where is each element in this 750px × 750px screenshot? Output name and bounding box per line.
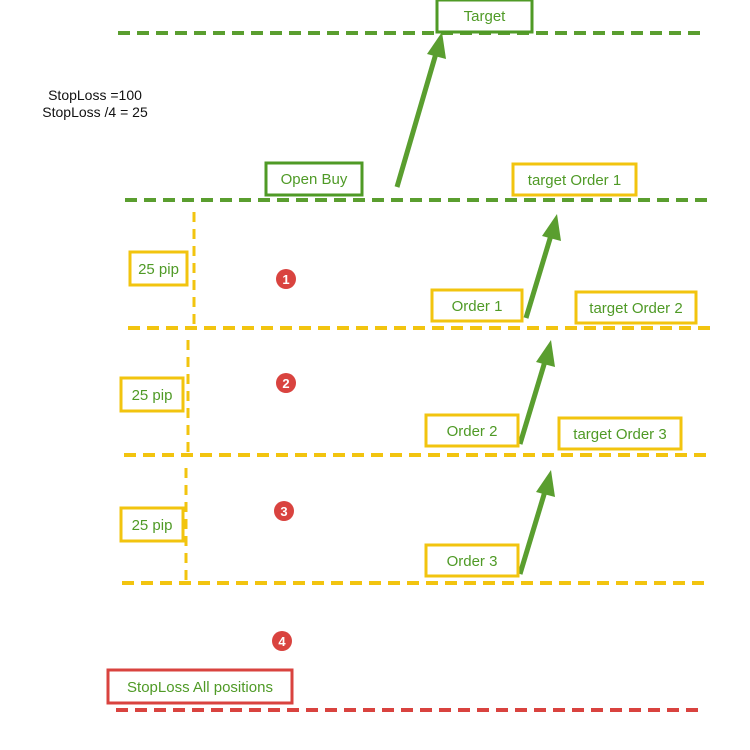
step-marker-1: 1	[276, 269, 296, 289]
stoploss-all-label: StopLoss All positions	[127, 679, 273, 696]
stoploss-note-line-1: StopLoss =100	[48, 87, 142, 103]
arrow-order-2-to-target	[517, 340, 555, 445]
pip-box-2: 25 pip	[119, 376, 185, 413]
step-marker-3: 3	[274, 501, 294, 521]
stoploss-note-line-2: StopLoss /4 = 25	[42, 104, 148, 120]
pip-box-3: 25 pip	[119, 506, 185, 543]
target-order-2-label: target Order 2	[589, 300, 682, 317]
target-order-2-box: target Order 2	[574, 290, 698, 325]
target-order-3-box: target Order 3	[557, 416, 683, 451]
pip-label-1: 25 pip	[138, 261, 179, 278]
step-marker-3-label: 3	[280, 504, 287, 519]
target-order-1-label: target Order 1	[528, 172, 621, 189]
step-marker-2-label: 2	[282, 376, 289, 391]
order-2-label: Order 2	[447, 423, 498, 440]
open-buy-label: Open Buy	[281, 171, 348, 188]
order-1-box: Order 1	[430, 288, 524, 323]
order-1-label: Order 1	[452, 298, 503, 315]
step-marker-4: 4	[272, 631, 292, 651]
arrow-open-buy-to-target	[394, 32, 446, 188]
pip-label-3: 25 pip	[132, 517, 173, 534]
order-2-box: Order 2	[424, 413, 520, 448]
step-marker-4-label: 4	[278, 634, 286, 649]
target-order-1-box: target Order 1	[511, 162, 638, 197]
open-buy-box: Open Buy	[264, 161, 364, 197]
target-label: Target	[464, 8, 507, 25]
target-box: Target	[435, 0, 534, 34]
order-3-box: Order 3	[424, 543, 520, 578]
arrow-order-3-to-target	[517, 470, 555, 575]
target-order-3-label: target Order 3	[573, 426, 666, 443]
stoploss-all-box: StopLoss All positions	[106, 668, 294, 705]
arrow-order-1-to-target	[523, 214, 561, 319]
step-marker-1-label: 1	[282, 272, 289, 287]
step-marker-2: 2	[276, 373, 296, 393]
order-3-label: Order 3	[447, 553, 498, 570]
pip-label-2: 25 pip	[132, 387, 173, 404]
pip-box-1: 25 pip	[128, 250, 189, 287]
